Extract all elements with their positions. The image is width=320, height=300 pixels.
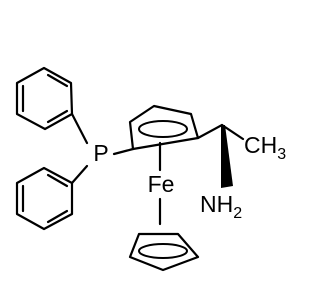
amine-subscript: 2 bbox=[233, 205, 242, 222]
atom-phosphorus: P bbox=[93, 140, 108, 166]
phenyl-ring-upper bbox=[15, 66, 74, 131]
phenyl-ring-lower bbox=[15, 166, 74, 231]
bond-cp-stereocenter bbox=[196, 123, 224, 140]
cyclopentadienyl-ring-lower bbox=[128, 232, 200, 272]
methyl-label: CH bbox=[244, 132, 277, 158]
methyl-subscript: 3 bbox=[277, 146, 286, 163]
bond-p-phenyl-upper bbox=[70, 112, 89, 145]
amine-label: NH bbox=[200, 191, 233, 217]
group-methyl: CH3 bbox=[244, 132, 286, 163]
bond-p-phenyl-lower bbox=[70, 164, 89, 185]
cyclopentadienyl-ring-upper bbox=[128, 104, 200, 151]
ferrocene-structure: P Fe CH3 NH2 bbox=[15, 66, 286, 272]
bond-p-cp bbox=[112, 147, 135, 156]
stereo-wedge-bond bbox=[221, 125, 233, 188]
bond-stereocenter-methyl bbox=[220, 123, 245, 141]
group-amine: NH2 bbox=[200, 191, 242, 222]
atom-iron: Fe bbox=[148, 171, 175, 197]
